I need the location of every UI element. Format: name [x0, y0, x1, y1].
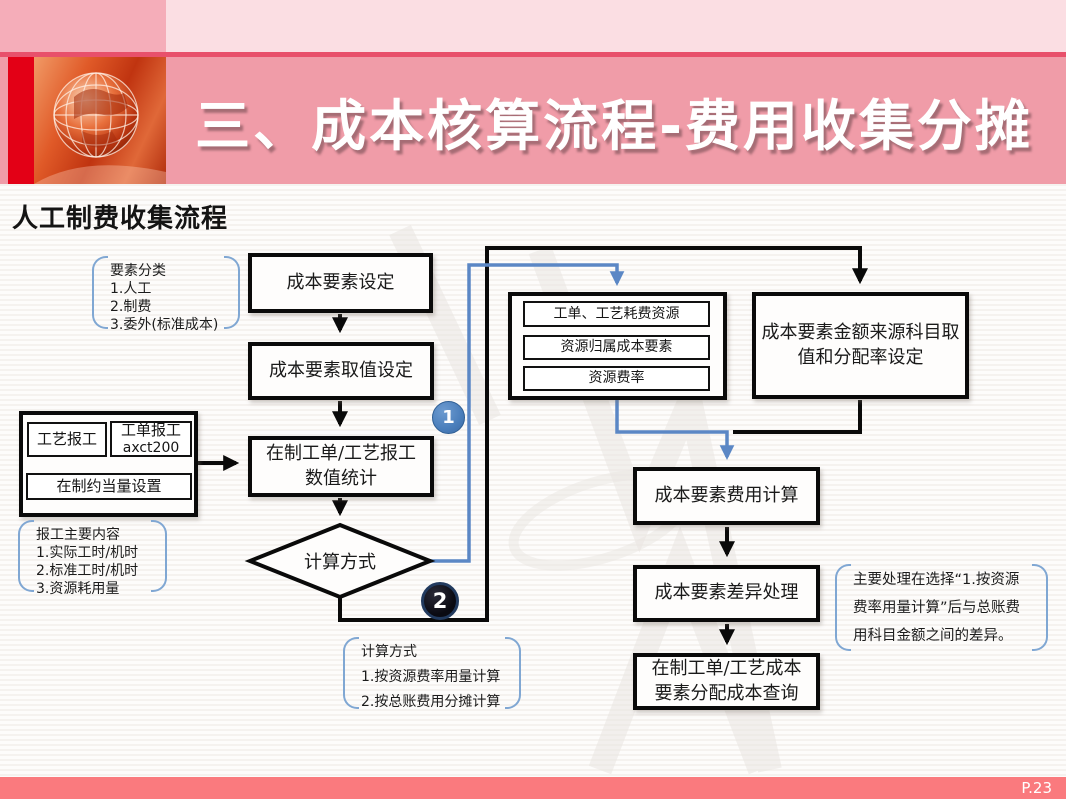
- callout-item: 1.按资源费率用量计算: [361, 669, 501, 685]
- header-red-bar: [8, 57, 34, 184]
- callout-note-line: 费率用量计算”后与总账费: [853, 600, 1021, 616]
- header-top-strip-left: [0, 0, 166, 52]
- flow-box-variance-handling: 成本要素差异处理: [633, 565, 820, 622]
- flow-box-label: 成本要素差异处理: [654, 582, 799, 604]
- box-label: 资源归属成本要素: [560, 339, 673, 356]
- box-resource-rate: 资源费率: [523, 366, 710, 391]
- box-workorder-report: 工单报工 axct200: [110, 421, 192, 457]
- box-label: 在制约当量设置: [56, 476, 162, 495]
- box-workorder-process-resources: 工单、工艺耗费资源: [523, 301, 710, 327]
- flow-box-label-line2: 值和分配率设定: [797, 346, 924, 368]
- callout-variance-note: 主要处理在选择“1.按资源 费率用量计算”后与总账费 用科目金额之间的差异。: [835, 564, 1048, 651]
- callout-item: 1.实际工时/机时: [36, 545, 139, 561]
- decision-diamond: [244, 522, 436, 600]
- section-heading: 人工制费收集流程: [12, 204, 229, 234]
- flow-box-label-line1: 在制工单/工艺报工: [265, 443, 417, 465]
- flow-box-cost-element-value-setup: 成本要素取值设定: [248, 342, 434, 400]
- box-label: 工艺报工: [36, 429, 97, 448]
- callout-title: 要素分类: [110, 263, 166, 279]
- footer-bar: P.23: [0, 777, 1066, 799]
- flow-box-wip-report-stats: 在制工单/工艺报工 数值统计: [248, 436, 434, 497]
- callout-title: 报工主要内容: [36, 527, 120, 543]
- callout-item: 3.委外(标准成本): [110, 317, 219, 333]
- box-wip-equivalent-setting: 在制约当量设置: [26, 473, 192, 500]
- flow-box-label: 成本要素费用计算: [654, 484, 799, 506]
- flow-box-label: 成本要素设定: [286, 271, 395, 293]
- flow-box-cost-query: 在制工单/工艺成本 要素分配成本查询: [633, 653, 820, 710]
- box-label-line1: 工单报工: [120, 421, 181, 440]
- globe-image: [34, 57, 166, 184]
- branch-badge-2: 2: [421, 582, 459, 620]
- callout-note-line: 主要处理在选择“1.按资源: [853, 572, 1020, 588]
- callout-item: 2.标准工时/机时: [36, 563, 139, 579]
- header-banner: [0, 57, 1066, 184]
- flow-box-label-line2: 数值统计: [305, 467, 377, 489]
- flow-box-source-account-setup: 成本要素金额来源科目取 值和分配率设定: [752, 292, 969, 399]
- callout-item: 2.按总账费用分摊计算: [361, 694, 501, 710]
- flow-box-cost-element-setup: 成本要素设定: [248, 253, 433, 313]
- callout-item: 1.人工: [110, 281, 152, 297]
- callout-calc-methods: 计算方式 1.按资源费率用量计算 2.按总账费用分摊计算: [343, 637, 521, 710]
- slide-title: 三、成本核算流程-费用收集分摊: [195, 93, 1033, 158]
- page-number: P.23: [1021, 779, 1052, 797]
- flow-box-label-line1: 成本要素金额来源科目取: [761, 322, 960, 344]
- callout-item: 3.资源耗用量: [36, 581, 120, 597]
- callout-note-line: 用科目金额之间的差异。: [853, 628, 1013, 644]
- box-process-report: 工艺报工: [27, 422, 107, 457]
- flow-box-label-line2: 要素分配成本查询: [654, 682, 799, 704]
- box-label: 工单、工艺耗费资源: [553, 305, 680, 322]
- flow-box-expense-calc: 成本要素费用计算: [633, 467, 820, 525]
- callout-element-types: 要素分类 1.人工 2.制费 3.委外(标准成本): [92, 256, 240, 333]
- callout-item: 2.制费: [110, 299, 152, 315]
- header-red-divider: [0, 52, 1066, 57]
- flow-box-label: 成本要素取值设定: [269, 359, 413, 381]
- callout-report-content: 报工主要内容 1.实际工时/机时 2.标准工时/机时 3.资源耗用量: [18, 520, 167, 597]
- box-label: 资源费率: [588, 370, 645, 387]
- callout-title: 计算方式: [361, 644, 417, 660]
- box-resource-cost-element: 资源归属成本要素: [523, 335, 710, 360]
- flow-box-label-line1: 在制工单/工艺成本: [651, 658, 802, 680]
- globe-icon: [34, 72, 166, 184]
- branch-badge-1: 1: [432, 401, 465, 434]
- box-label-line2: axct200: [122, 439, 180, 456]
- decision-label: 计算方式: [304, 552, 376, 573]
- header-top-strip: [0, 0, 1066, 52]
